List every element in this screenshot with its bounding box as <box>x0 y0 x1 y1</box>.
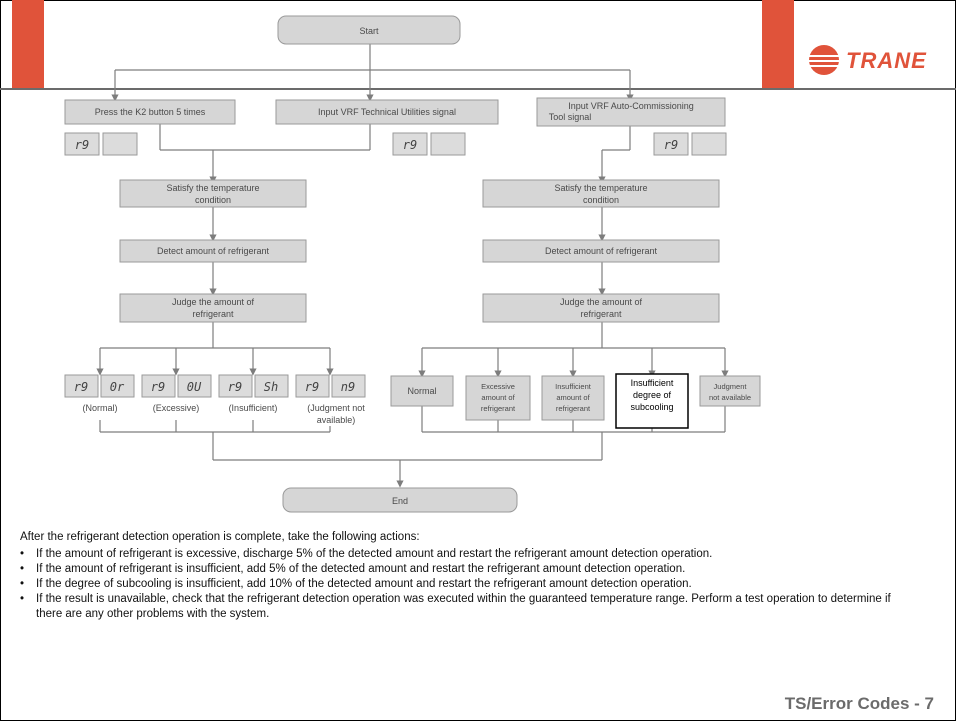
svg-text:Excessive: Excessive <box>481 382 515 391</box>
right-accent-bar <box>762 0 794 88</box>
left-trigger-box: Press the K2 button 5 times <box>64 99 236 125</box>
left-detect-box: Detect amount of refrigerant <box>119 239 307 263</box>
middle-trigger-box: Input VRF Technical Utilities signal <box>275 99 499 125</box>
left-accent-bar <box>12 0 44 88</box>
trane-logo-icon <box>809 45 839 75</box>
result-not-available-line1: (Judgment not <box>307 403 365 413</box>
result-normal-display: r9 0r <box>64 374 135 398</box>
left-satisfy-box: Satisfy the temperature condition <box>119 179 307 208</box>
end-node: End <box>282 487 518 513</box>
right-detect-label: Detect amount of refrigerant <box>545 246 658 256</box>
right-r9-display: r9 <box>653 132 727 156</box>
flow-connectors <box>96 44 729 488</box>
result-subcooling-box: Insufficient degree of subcooling <box>615 373 689 429</box>
right-satisfy-line1: Satisfy the temperature <box>554 183 647 193</box>
note-item: •If the degree of subcooling is insuffic… <box>20 578 692 590</box>
right-trigger-box: Input VRF Auto-Commissioning Tool signal <box>536 97 726 127</box>
svg-text:r9: r9 <box>305 380 319 394</box>
result-not-available-display: r9 n9 <box>295 374 366 398</box>
result-excessive-label: (Excessive) <box>153 403 200 413</box>
svg-text:0U: 0U <box>187 380 202 394</box>
left-judge-box: Judge the amount of refrigerant <box>119 293 307 323</box>
left-detect-label: Detect amount of refrigerant <box>157 246 270 256</box>
svg-text:Sh: Sh <box>264 380 278 394</box>
end-label: End <box>392 496 408 506</box>
svg-text:amount of: amount of <box>481 393 515 402</box>
svg-text:refrigerant: refrigerant <box>556 404 591 413</box>
right-trigger-line1: Input VRF Auto-Commissioning <box>568 101 694 111</box>
note-item: •If the result is unavailable, check tha… <box>20 593 891 620</box>
notes-list: •If the amount of refrigerant is excessi… <box>20 547 910 622</box>
svg-text:n9: n9 <box>341 380 355 394</box>
left-r9-display: r9 <box>64 132 138 156</box>
svg-text:subcooling: subcooling <box>630 402 673 412</box>
right-satisfy-line2: condition <box>583 195 619 205</box>
note-item: •If the amount of refrigerant is excessi… <box>20 548 713 560</box>
result-insufficient-display: r9 Sh <box>218 374 289 398</box>
svg-text:Insufficient: Insufficient <box>555 382 592 391</box>
svg-text:Insufficient: Insufficient <box>631 378 674 388</box>
result-excessive-display: r9 0U <box>141 374 212 398</box>
right-detect-box: Detect amount of refrigerant <box>482 239 720 263</box>
result-unavailable-box: Judgment not available <box>699 375 761 407</box>
result-insufficient-box: Insufficient amount of refrigerant <box>541 375 605 421</box>
left-judge-line1: Judge the amount of <box>172 297 255 307</box>
svg-text:0r: 0r <box>110 380 125 394</box>
right-judge-box: Judge the amount of refrigerant <box>482 293 720 323</box>
right-r9-code: r9 <box>664 138 678 152</box>
svg-text:r9: r9 <box>74 380 88 394</box>
middle-r9-display: r9 <box>392 132 466 156</box>
right-satisfy-box: Satisfy the temperature condition <box>482 179 720 208</box>
result-normal-box: Normal <box>390 375 454 407</box>
left-satisfy-line2: condition <box>195 195 231 205</box>
refrigerant-flowchart: Start Press the K2 button 5 times Input … <box>64 15 761 513</box>
right-results: Normal Excessive amount of refrigerant I… <box>390 373 761 429</box>
right-judge-line1: Judge the amount of <box>560 297 643 307</box>
svg-text:Judgment: Judgment <box>714 382 748 391</box>
result-normal-label: (Normal) <box>83 403 118 413</box>
note-item: •If the amount of refrigerant is insuffi… <box>20 563 686 575</box>
right-judge-line2: refrigerant <box>580 309 622 319</box>
svg-text:Normal: Normal <box>407 386 436 396</box>
result-not-available-line2: available) <box>317 415 356 425</box>
left-r9-code: r9 <box>75 138 89 152</box>
svg-text:amount of: amount of <box>556 393 590 402</box>
svg-text:r9: r9 <box>151 380 165 394</box>
svg-text:refrigerant: refrigerant <box>481 404 516 413</box>
left-judge-line2: refrigerant <box>192 309 234 319</box>
middle-trigger-label: Input VRF Technical Utilities signal <box>318 107 456 117</box>
middle-r9-code: r9 <box>403 138 417 152</box>
svg-text:not available: not available <box>709 393 751 402</box>
notes-section: After the refrigerant detection operatio… <box>20 530 910 622</box>
left-satisfy-line1: Satisfy the temperature <box>166 183 259 193</box>
start-node: Start <box>277 15 461 45</box>
svg-text:r9: r9 <box>228 380 242 394</box>
left-results: r9 0r (Normal) r9 0U (Excessive) r9 Sh (… <box>64 374 366 425</box>
left-trigger-label: Press the K2 button 5 times <box>95 107 206 117</box>
svg-text:degree of: degree of <box>633 390 672 400</box>
trane-logo: TRANE <box>809 45 927 75</box>
notes-intro: After the refrigerant detection operatio… <box>20 531 420 543</box>
result-excessive-box: Excessive amount of refrigerant <box>465 375 531 421</box>
footer-title: TS/Error Codes - 7 <box>784 694 934 713</box>
start-label: Start <box>359 26 379 36</box>
trane-logo-text: TRANE <box>846 48 927 73</box>
right-trigger-line2: Tool signal <box>549 112 592 122</box>
result-insufficient-label: (Insufficient) <box>229 403 278 413</box>
header-divider <box>0 88 956 90</box>
